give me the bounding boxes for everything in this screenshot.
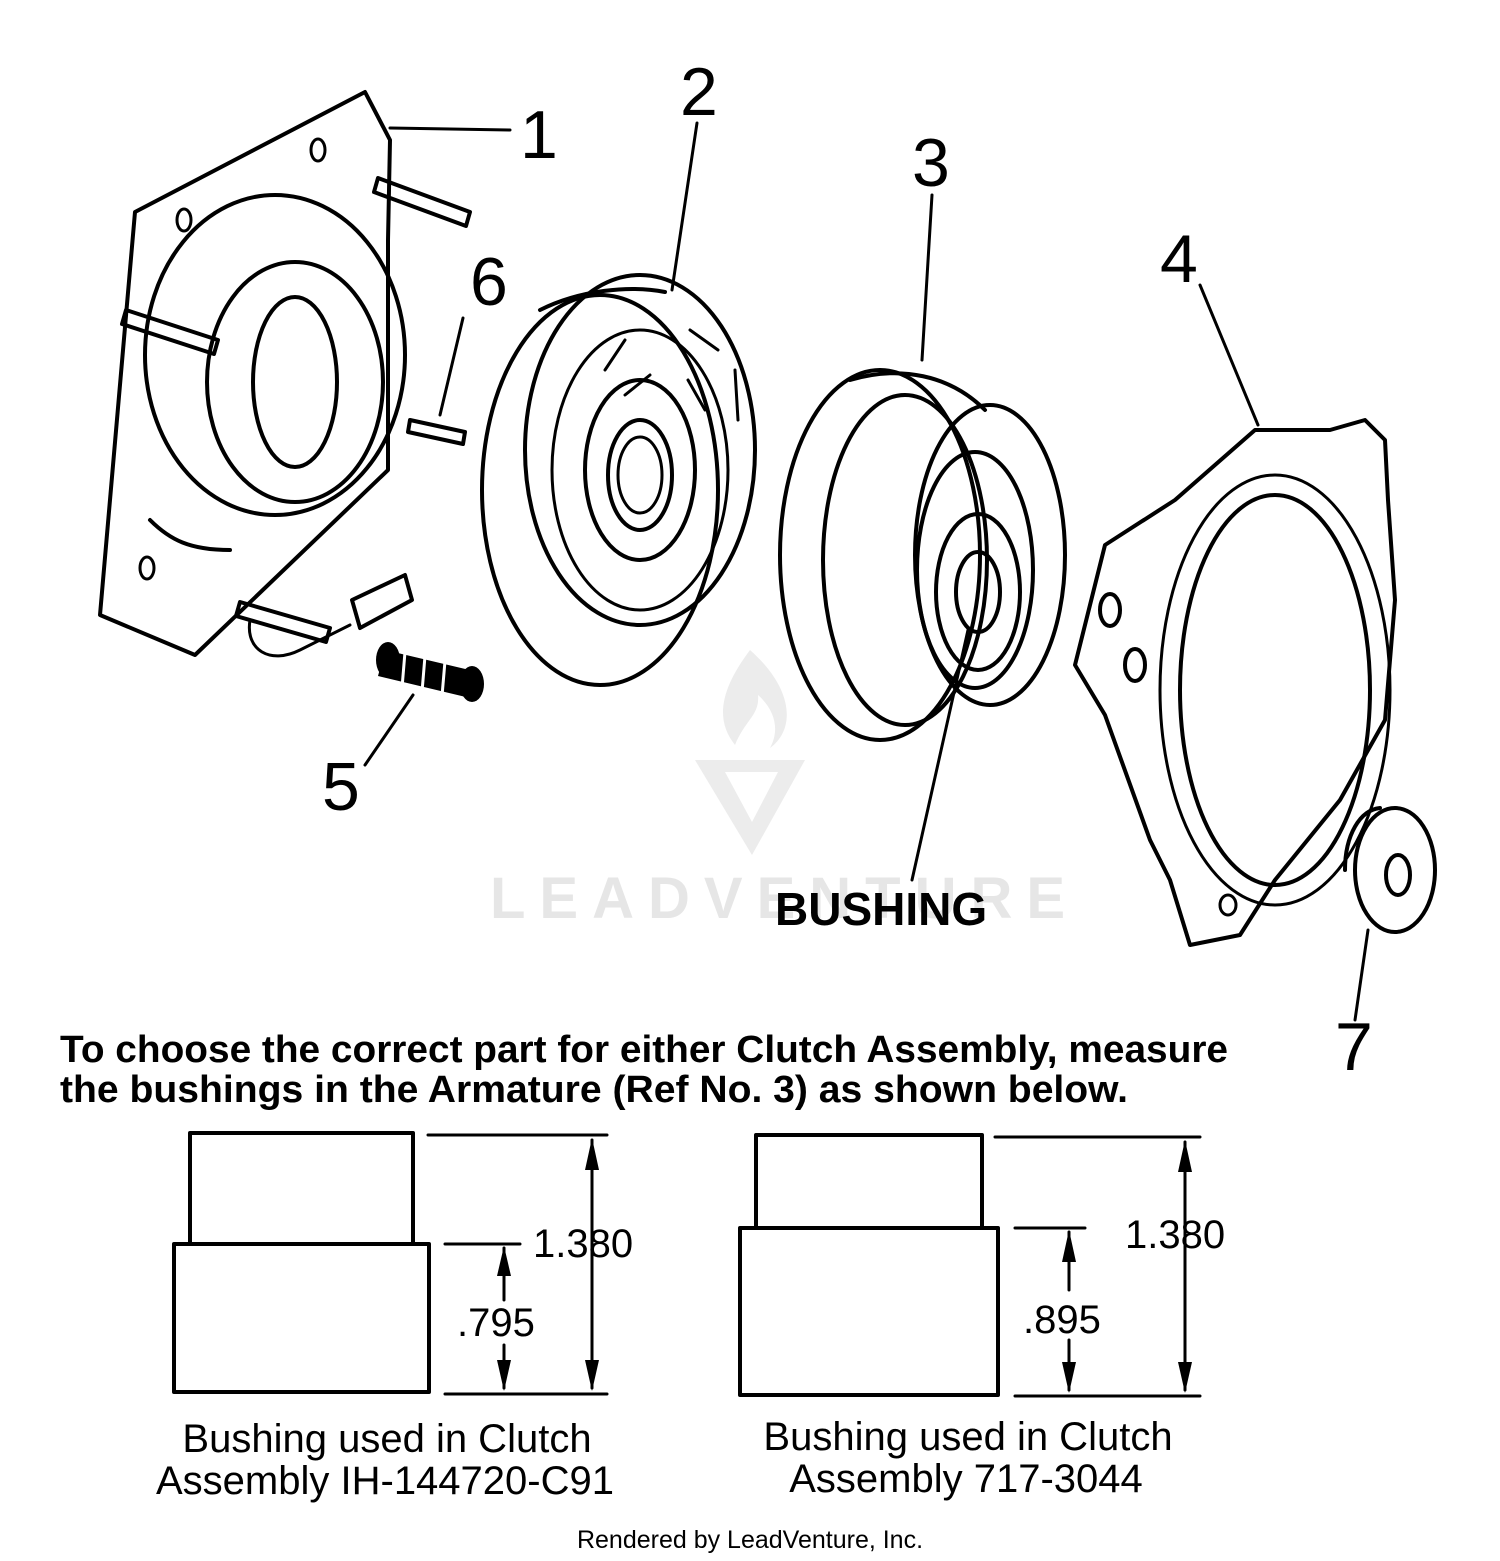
bushing-left-caption-2: Assembly IH-144720-C91 [156,1459,614,1503]
callout-2: 2 [680,54,718,130]
callout-6: 6 [470,244,508,320]
callout-5: 5 [322,749,360,825]
leader-lines [363,121,1370,1022]
bushing-right-caption-1: Bushing used in Clutch [763,1415,1172,1459]
callout-4: 4 [1160,221,1198,297]
watermark: LEADVENTURE [490,650,1079,931]
part-2-rotor [480,273,757,687]
bushing-label: BUSHING [775,883,987,935]
bushing-left-overall: 1.380 [533,1222,633,1266]
bushing-left-lower: .795 [457,1301,535,1345]
watermark-flame-icon [723,650,787,748]
instructions: To choose the correct part for either Cl… [60,1029,1228,1111]
footer-credit: Rendered by LeadVenture, Inc. [577,1526,923,1554]
bushing-left-drawing: 1.380 .795 Bushing used in Clutch Assemb… [156,1131,633,1503]
bushing-left-caption-1: Bushing used in Clutch [182,1417,591,1461]
instructions-line-2: the bushings in the Armature (Ref No. 3)… [60,1069,1128,1111]
part-1-field-plate [98,90,472,658]
part-5-spring [376,642,484,702]
callout-3: 3 [912,125,950,201]
bushing-right-drawing: 1.380 .895 Bushing used in Clutch Assemb… [738,1133,1225,1501]
bushing-right-lower: .895 [1023,1298,1101,1342]
watermark-text: LEADVENTURE [490,866,1079,931]
part-6-key [406,418,467,446]
part-7-washer [1343,806,1437,934]
callouts: 1 2 3 4 5 6 7 BUSHING [322,54,1373,1085]
watermark-v-icon [695,760,805,855]
callout-1: 1 [520,97,558,173]
instructions-line-1: To choose the correct part for either Cl… [60,1029,1228,1071]
bushing-right-caption-2: Assembly 717-3044 [789,1457,1143,1501]
part-3-armature [778,368,1067,742]
part-4-housing [1073,418,1397,947]
callout-7: 7 [1335,1009,1373,1085]
bushing-right-overall: 1.380 [1125,1213,1225,1257]
